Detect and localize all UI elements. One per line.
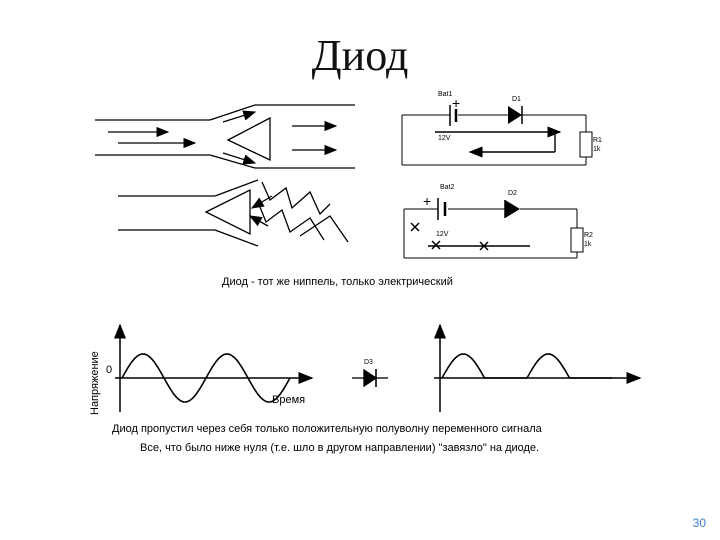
valve-caption: Диод - тот же ниппель, только электричес… bbox=[222, 276, 453, 288]
diode-d2-icon bbox=[505, 200, 520, 218]
r2-value: 1k bbox=[584, 241, 592, 248]
d1-label: D1 bbox=[512, 96, 521, 103]
bat2-voltage: 12V bbox=[436, 231, 449, 238]
diode-d1-icon bbox=[508, 106, 522, 124]
plus-sign: + bbox=[423, 193, 431, 209]
y-axis-label: Напряжение bbox=[89, 351, 101, 415]
bat2-label: Bat2 bbox=[440, 184, 455, 191]
zero-label: 0 bbox=[106, 364, 112, 376]
r2-label: R2 bbox=[584, 232, 593, 239]
bottom-caption-line2: Все, что было ниже нуля (т.е. шло в друг… bbox=[140, 442, 539, 454]
diode-d3-icon bbox=[352, 368, 388, 388]
circuit-forward: Bat1 + 12V D1 R1 1k bbox=[401, 91, 602, 166]
slide-title: Диод bbox=[311, 31, 409, 80]
valve-open-diagram bbox=[95, 104, 355, 169]
input-waveform-plot bbox=[114, 323, 314, 412]
x-axis-label: Время bbox=[272, 394, 305, 406]
bat1-label: Bat1 bbox=[438, 91, 453, 98]
r1-label: R1 bbox=[593, 137, 602, 144]
slide-number: 30 bbox=[692, 516, 706, 530]
plus-sign: + bbox=[452, 95, 460, 111]
bottom-caption-line1: Диод пропустил через себя только положит… bbox=[112, 423, 543, 435]
circuit-reverse: Bat2 + 12V D2 R2 1k bbox=[403, 184, 593, 259]
d3-label: D3 bbox=[364, 359, 373, 366]
valve-closed-diagram bbox=[118, 179, 349, 247]
d2-label: D2 bbox=[508, 190, 517, 197]
bat1-voltage: 12V bbox=[438, 135, 451, 142]
r1-value: 1k bbox=[593, 146, 601, 153]
output-waveform-plot bbox=[434, 323, 642, 412]
